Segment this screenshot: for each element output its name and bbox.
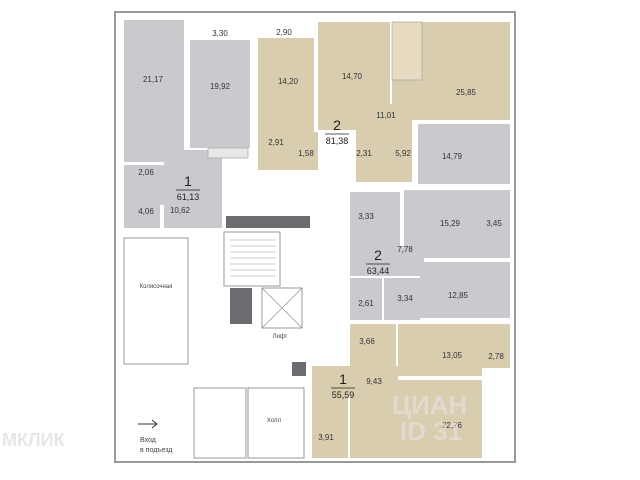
apartment-4-bottom [312, 324, 510, 458]
room-a4-r4 [312, 366, 398, 396]
room-area-label: 1,58 [298, 149, 314, 158]
room-a2-r9 [356, 130, 412, 182]
room-area-label: 3,30 [212, 29, 228, 38]
room-a2-r3 [318, 22, 390, 104]
room-a3-r6 [420, 262, 510, 318]
room-a2-r6 [258, 132, 318, 170]
apartment-area: 63,44 [367, 266, 390, 276]
stroller-room-label: Колясочная [140, 284, 173, 290]
stroller-room [123, 237, 189, 365]
kitchen-counter [391, 21, 423, 81]
room-labels: 21,17 19,92 3,30 2,06 4,06 10,62 2,90 14… [138, 28, 504, 442]
room-area-label: 3,45 [486, 219, 502, 228]
room-area-label: 2,78 [488, 352, 504, 361]
room-area-label: 5,92 [395, 149, 411, 158]
room-a2-r2 [258, 38, 314, 132]
room-area-label: 11,01 [376, 111, 396, 120]
apartment-rooms-count: 2 [333, 117, 341, 133]
bathroom-fixture [207, 147, 249, 159]
room-area-label: 2,31 [356, 149, 372, 158]
room-area-label: 14,70 [342, 72, 363, 81]
room-a4-r6 [312, 396, 348, 458]
apartment-rooms-count: 1 [339, 371, 347, 387]
room-area-label: 7,78 [397, 245, 413, 254]
room-area-label: 19,92 [210, 82, 231, 91]
apartment-2-top [258, 21, 510, 182]
room-a3-r2 [350, 192, 400, 246]
room-a3-r4 [482, 190, 510, 258]
room-a4-r1 [350, 324, 396, 368]
room-a3-r8 [384, 278, 420, 320]
room-a4-r5 [398, 380, 482, 458]
room-a4-r2 [398, 324, 482, 376]
room-area-label: 2,90 [276, 28, 292, 37]
room-a1-r5 [124, 192, 160, 228]
apartment-rooms-count: 1 [184, 173, 192, 189]
apartment-rooms-count: 2 [374, 247, 382, 263]
room-area-label: 2,61 [358, 299, 374, 308]
room-area-label: 3,34 [397, 294, 413, 303]
elevator-core [230, 288, 252, 324]
watermark-right-bottom: ID 31 [400, 416, 462, 446]
apartment-area: 61,13 [177, 192, 200, 202]
apartment-area: 81,38 [326, 136, 349, 146]
entrance-label-line2: в подъезд [140, 447, 172, 454]
room-area-label: 22,76 [442, 421, 463, 430]
entrance-label-line1: Вход [140, 437, 156, 444]
apartment-labels: 1 61,13 2 81,38 2 63,44 1 55,59 [176, 117, 390, 400]
room-a1-r6 [164, 150, 222, 228]
apartment-3-right [350, 124, 510, 320]
room-area-label: 3,91 [318, 433, 334, 442]
room-area-label: 4,06 [138, 207, 154, 216]
common-area [123, 216, 310, 459]
room-a1-r2 [190, 40, 250, 148]
room-a4-hall [350, 396, 398, 458]
room-a1-r1 [124, 20, 184, 162]
room-a3-r1 [418, 124, 510, 184]
wall-segment [226, 216, 310, 228]
room-area-label: 12,85 [448, 291, 469, 300]
room-area-label: 3,66 [359, 337, 375, 346]
hall-room [247, 387, 305, 459]
room-area-label: 13,05 [442, 351, 463, 360]
room-a4-r3 [482, 324, 510, 368]
room-a2-r5 [318, 104, 412, 130]
room-area-label: 2,91 [268, 138, 284, 147]
room-a3-r7 [350, 278, 382, 320]
room-area-label: 2,06 [138, 168, 154, 177]
apartment-area: 55,59 [332, 390, 355, 400]
entrance-legend: Вход в подъезд [138, 419, 172, 454]
room-area-label: 14,79 [442, 152, 463, 161]
elevator-label: Лифт [273, 334, 288, 340]
room-area-label: 9,43 [366, 377, 382, 386]
staircase [223, 231, 281, 287]
room-area-label: 3,33 [358, 212, 374, 221]
shaft-block [292, 362, 306, 376]
vestibule [193, 387, 247, 459]
room-area-label: 14,20 [278, 77, 299, 86]
watermark-left: МКЛИК [2, 430, 66, 450]
room-area-label: 21,17 [143, 75, 164, 84]
hall-label: Холл [267, 418, 282, 424]
watermark-right-top: ЦИАН [392, 390, 467, 420]
room-area-label: 15,29 [440, 219, 461, 228]
room-area-label: 10,62 [170, 206, 191, 215]
room-area-label: 25,85 [456, 88, 477, 97]
room-a3-r5 [350, 246, 424, 276]
apartment-1-top-left [124, 20, 250, 228]
